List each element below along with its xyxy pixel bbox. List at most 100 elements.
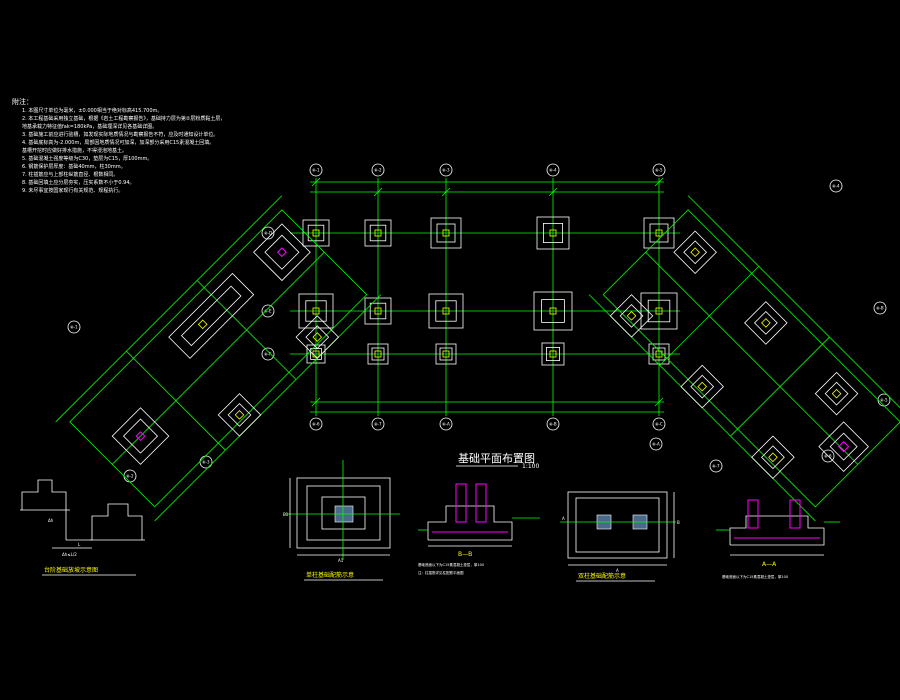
step-subtitle: 台阶基础放坡示意图 [44, 566, 98, 574]
column-stub [374, 229, 382, 237]
dim-b1: B1 [283, 512, 289, 517]
axis-bubble [67, 320, 81, 334]
step-label: Δh≤L/2 [62, 552, 77, 557]
footing-inner [546, 346, 561, 361]
footing-outer [536, 216, 570, 250]
axis-bubble [439, 163, 453, 177]
central-plan [290, 177, 680, 416]
footing-inner [436, 223, 456, 243]
bb-note-2: 注：柱插筋详见柱配筋平面图 [418, 570, 464, 575]
axis-bubble [652, 417, 666, 431]
aa-note: 基础底面以下为C15素混凝土垫层，厚100 [722, 574, 788, 579]
axis-bubble-label: ⑧-7 [374, 422, 382, 427]
column-stub [549, 229, 557, 237]
axis-bubble-label: ⑧-B [549, 422, 557, 427]
column-stub [312, 229, 320, 237]
note-line-11: 9. 未尽事宜按国家现行有关规范、规程执行。 [22, 187, 123, 194]
footing-outer [643, 217, 675, 249]
footing-inner [305, 300, 327, 322]
axis-bubble [546, 417, 560, 431]
column-stub [655, 307, 663, 315]
axis-bubble [261, 304, 275, 318]
axis-bubble [439, 417, 453, 431]
axis-bubble [546, 163, 560, 177]
axis-bubble-label: ⑧-D [264, 231, 272, 236]
single-subtitle: 单柱基础配筋示意 [306, 571, 354, 579]
axis-bubble-label: ⑧-A [652, 442, 660, 447]
note-line-4: 3. 基础施工前应进行验槽，如发现实际地质情况与勘察报告不符，应及时通知设计单位… [22, 131, 218, 138]
footing-outer [364, 219, 392, 247]
axis-bubble [261, 226, 275, 240]
axis-bubble-label: ⑧-5 [655, 168, 663, 173]
note-line-1: 1. 本图尺寸单位为毫米，±0.000相当于绝对标高415.700m。 [22, 107, 162, 114]
axis-bubble-label: ⑧-3 [442, 168, 450, 173]
footing-inner [369, 224, 387, 242]
footing-inner [307, 224, 325, 242]
footing-inner [543, 222, 564, 243]
axis-bubble-label: ⑧-A [442, 422, 450, 427]
axis-bubble-label: ⑧-6 [312, 422, 320, 427]
axis-bubble-label: ⑧-4 [549, 168, 557, 173]
notes-block: 附注： 1. 本图尺寸单位为毫米，±0.000相当于绝对标高415.700m。 … [12, 97, 225, 194]
column-stub [549, 350, 557, 358]
axis-bubble [649, 437, 663, 451]
note-line-9: 7. 柱插筋应与上部柱纵筋直径、根数相同。 [22, 171, 118, 178]
column-stub [312, 307, 320, 315]
axis-bubble-label: ⑧-2 [374, 168, 382, 173]
step-footing-detail: Δh L Δh≤L/2 台阶基础放坡示意图 [20, 479, 145, 576]
footing-outer [428, 293, 464, 329]
bb-subtitle: B—B [458, 551, 472, 558]
footing-inner [371, 347, 385, 361]
svg-text:L: L [78, 542, 81, 547]
axis-bubble-label: ⑧-C [655, 422, 663, 427]
column-stub [374, 350, 382, 358]
axis-bubble [709, 459, 723, 473]
axis-bubble [821, 449, 835, 463]
footing-inner [541, 299, 565, 323]
column-stub [442, 307, 450, 315]
axis-bubble-label: ⑧-F [264, 352, 272, 357]
axis-bubble-label: ⑧-7 [712, 464, 720, 469]
axis-bubble-label: ⑧-2 [126, 474, 134, 479]
axis-bubble [371, 417, 385, 431]
plan-title: 基础平面布置图 1:100 [456, 452, 539, 470]
dim-a-left: A [562, 516, 565, 521]
footing-inner [439, 347, 453, 361]
footing-inner [369, 302, 387, 320]
central-footings [298, 216, 678, 366]
column-stub [442, 350, 450, 358]
axis-bubble-label: ⑧-4 [832, 184, 840, 189]
footing-inner [649, 223, 669, 243]
axis-bubble [309, 163, 323, 177]
column-stub [549, 307, 557, 315]
bb-note: 基础底面以下为C15素混凝土垫层，厚100 [418, 562, 484, 567]
axis-bubble [873, 301, 887, 315]
axis-bubble-label: ⑧-1 [70, 325, 78, 330]
note-line-2: 2. 本工程基础采用独立基础，根据《岩土工程勘察报告》，基础持力层为第②层粉质黏… [22, 115, 225, 122]
bb-section: B—B 基础底面以下为C15素混凝土垫层，厚100 注：柱插筋详见柱配筋平面图 [418, 483, 540, 575]
footing-outer [302, 219, 330, 247]
plan-title-text: 基础平面布置图 [458, 452, 535, 465]
column-stub [655, 350, 663, 358]
right-wing [588, 195, 900, 522]
axis-bubble-label: ⑧-3 [202, 460, 210, 465]
axis-bubble [829, 179, 843, 193]
axis-bubble-label: ⑧-B [876, 306, 884, 311]
footing-outer [435, 343, 457, 365]
axis-bubble [652, 163, 666, 177]
note-line-8: 6. 钢筋保护层厚度：基础40mm，柱30mm。 [22, 163, 126, 170]
axis-bubble [261, 347, 275, 361]
footing-outer [298, 293, 334, 329]
note-line-3: 地基承载力特征值fak=180kPa，基础埋深详见各基础详图。 [22, 123, 157, 130]
aa-section: A—A 基础底面以下为C15素混凝土垫层，厚100 [716, 499, 840, 579]
notes-heading: 附注： [12, 97, 33, 106]
footing-outer [640, 292, 678, 330]
double-subtitle: 双柱基础配筋示意 [578, 572, 626, 580]
axis-bubble-label: ⑧-5 [880, 398, 888, 403]
note-line-7: 5. 基础混凝土强度等级为C30，垫层为C15，厚100mm。 [22, 155, 152, 162]
footing-outer [541, 342, 565, 366]
note-line-5: 4. 基础底标高为-2.000m，局部因地质情况可加深，加深部分采用C15素混凝… [22, 139, 214, 146]
axis-bubble [199, 455, 213, 469]
